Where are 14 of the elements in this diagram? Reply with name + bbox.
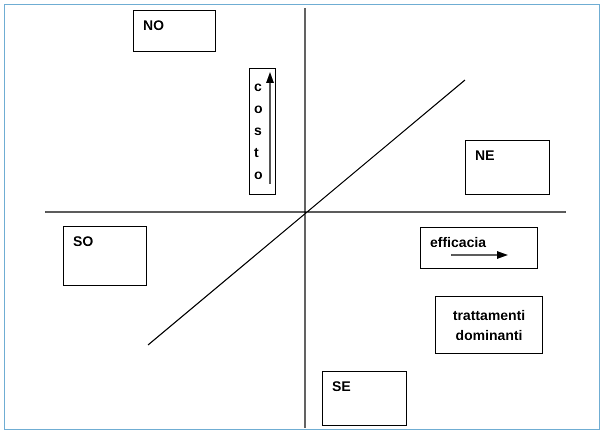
quadrant-box [420,227,538,269]
quadrant-box [249,68,276,195]
box-label: SE [332,378,351,394]
box-label: trattamenti dominanti [452,306,526,345]
box-label: NO [143,17,164,33]
quadrant-box [63,226,147,286]
quadrant-box [465,140,550,195]
box-label: NE [475,147,494,163]
quadrant-box [435,296,543,354]
box-label: costo [254,77,263,184]
quadrant-box [322,371,407,426]
quadrant-box [133,10,216,52]
box-label: SO [73,233,94,249]
box-label: efficacia [430,234,486,250]
